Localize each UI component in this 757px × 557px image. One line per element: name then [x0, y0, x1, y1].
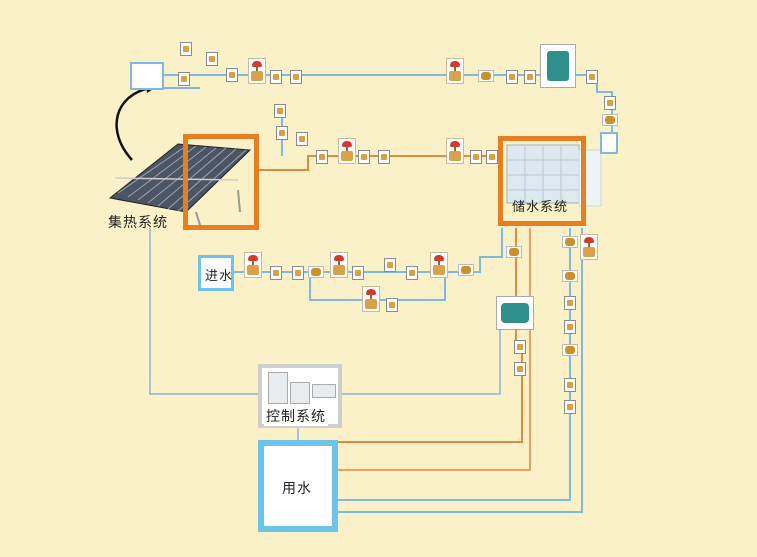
fitting-icon: [564, 378, 576, 392]
storage-highlight-frame: [498, 136, 586, 226]
fitting-icon: [562, 236, 578, 248]
pump-icon: [496, 296, 534, 330]
fitting-icon: [506, 246, 522, 258]
fitting-icon: [514, 362, 526, 376]
storage-system-label: 储水系统: [512, 200, 569, 215]
solar-collector-icon: [108, 143, 252, 226]
cold-return-pipe-2: [338, 228, 583, 513]
inlet-box: [198, 255, 234, 291]
valve-icon: [330, 252, 348, 278]
fitting-icon: [290, 70, 302, 84]
fitting-icon: [270, 266, 282, 280]
collector-system-label: 集热系统: [108, 215, 168, 231]
valve-icon: [244, 252, 262, 278]
fitting-icon: [384, 258, 396, 272]
usage-box: [258, 440, 338, 532]
fitting-icon: [602, 114, 618, 126]
fitting-icon: [586, 70, 598, 84]
fitting-icon: [562, 344, 578, 356]
valve-icon: [446, 58, 464, 84]
valve-icon: [362, 286, 380, 312]
valve-icon: [430, 252, 448, 278]
fitting-icon: [562, 270, 578, 282]
pump-icon: [540, 44, 576, 88]
curved-arrow-icon: [115, 86, 151, 161]
fitting-icon: [470, 150, 482, 164]
fitting-icon: [316, 150, 328, 164]
fitting-icon: [352, 266, 364, 280]
usage-label: 用水: [282, 481, 312, 497]
valve-icon: [338, 138, 356, 164]
fitting-icon: [386, 298, 398, 312]
fitting-icon: [274, 104, 286, 118]
fitting-icon: [604, 96, 616, 110]
fitting-icon: [308, 266, 324, 278]
middle-hot-pipe: [258, 155, 502, 171]
fitting-icon: [486, 150, 498, 164]
upper-empty-box: [130, 62, 164, 90]
fitting-icon: [478, 70, 494, 82]
fitting-icon: [270, 70, 282, 84]
valve-icon: [248, 58, 266, 84]
fitting-icon: [226, 68, 238, 82]
inlet-label: 进水: [205, 269, 234, 284]
fitting-icon: [524, 70, 536, 84]
fitting-icon: [358, 150, 370, 164]
fitting-icon: [458, 264, 474, 276]
right-riser-box: [600, 132, 618, 154]
inlet-pipe: [232, 228, 503, 273]
fitting-icon: [506, 70, 518, 84]
fitting-icon: [514, 340, 526, 354]
fitting-icon: [564, 400, 576, 414]
fitting-icon: [292, 266, 304, 280]
fitting-icon: [178, 72, 190, 86]
valve-icon: [446, 138, 464, 164]
cold-return-pipe: [338, 228, 571, 501]
collector-highlight-frame: [183, 134, 259, 230]
fitting-icon: [206, 52, 218, 66]
fitting-icon: [564, 296, 576, 310]
fitting-icon: [406, 266, 418, 280]
valve-icon: [580, 234, 598, 260]
fitting-icon: [180, 42, 192, 56]
control-line-collector: [149, 228, 258, 395]
fitting-icon: [378, 150, 390, 164]
control-system-label: 控制系统: [264, 406, 328, 426]
fitting-icon: [276, 126, 288, 140]
fitting-icon: [296, 132, 308, 146]
fitting-icon: [564, 320, 576, 334]
control-line-pump: [340, 330, 501, 395]
